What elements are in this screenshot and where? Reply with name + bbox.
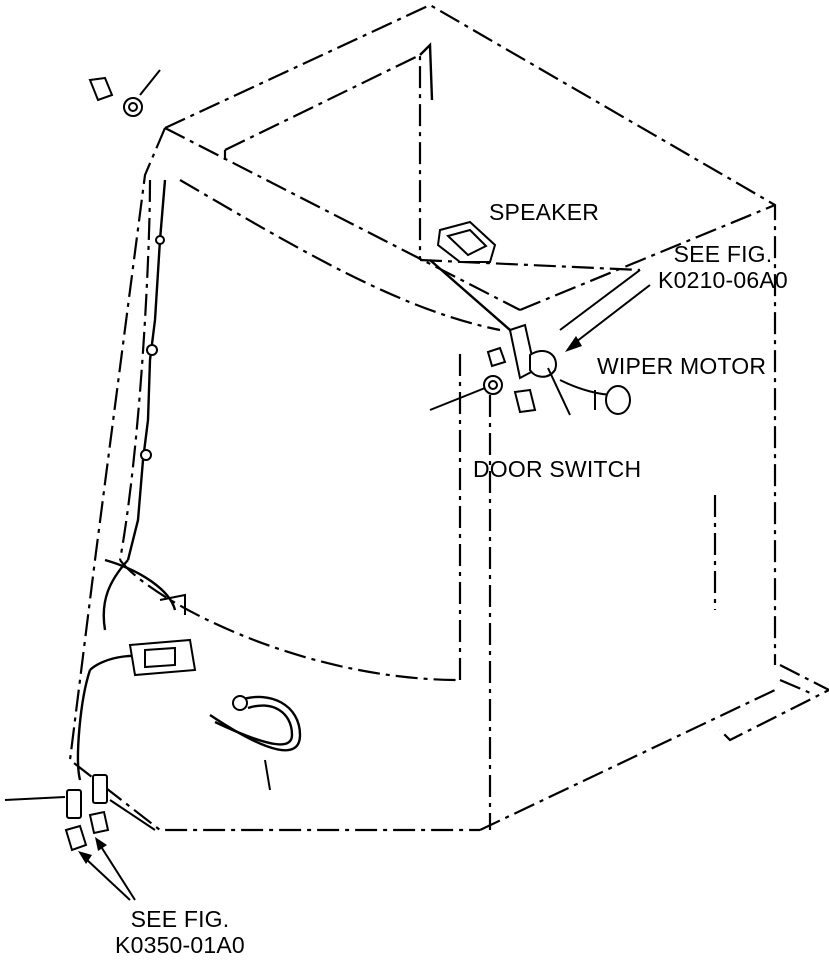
ground-cable bbox=[209, 695, 302, 791]
see-fig-bottom-line1: SEE FIG. bbox=[130, 906, 230, 932]
see-fig-top-line2: K0210-06A0 bbox=[658, 267, 788, 294]
see-fig-top-label: SEE FIG. K0210-06A0 bbox=[648, 241, 798, 294]
speaker-part bbox=[436, 220, 497, 263]
speaker-label: SPEAKER bbox=[489, 199, 600, 225]
door-switch-label: DOOR SWITCH bbox=[473, 456, 642, 482]
door-switch-part bbox=[486, 323, 571, 416]
wiper-motor-part bbox=[559, 379, 631, 415]
see-fig-top-line1: SEE FIG. bbox=[673, 241, 773, 267]
grommet-part bbox=[123, 97, 503, 395]
connector-part bbox=[64, 76, 537, 852]
arrow bbox=[78, 284, 651, 901]
cab-outline bbox=[68, 3, 829, 832]
leader-lines bbox=[4, 69, 641, 831]
door-switch-lower bbox=[128, 593, 197, 677]
see-fig-bottom-line2: K0350-01A0 bbox=[115, 932, 245, 959]
wiper-motor-label: WIPER MOTOR bbox=[597, 353, 767, 379]
see-fig-bottom-label: SEE FIG. K0350-01A0 bbox=[100, 906, 260, 959]
